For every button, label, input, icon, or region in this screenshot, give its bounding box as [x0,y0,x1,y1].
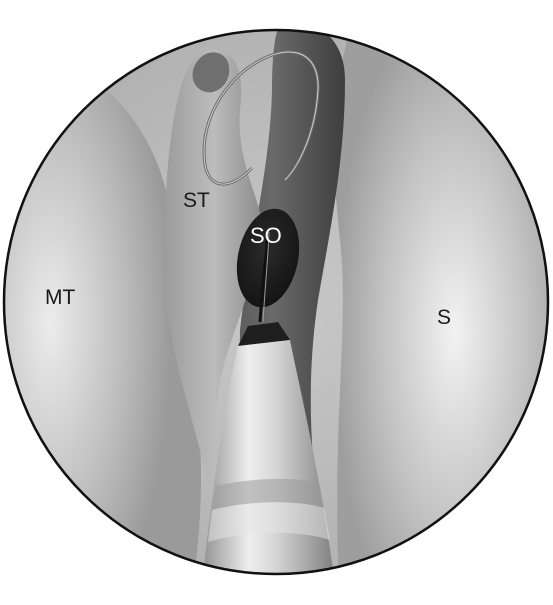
label-superior-turbinate: ST [183,190,210,211]
label-septum: S [437,307,451,328]
label-sphenoid-ostium: SO [250,225,282,247]
label-middle-turbinate: MT [45,287,75,308]
septum-shape [334,0,553,605]
